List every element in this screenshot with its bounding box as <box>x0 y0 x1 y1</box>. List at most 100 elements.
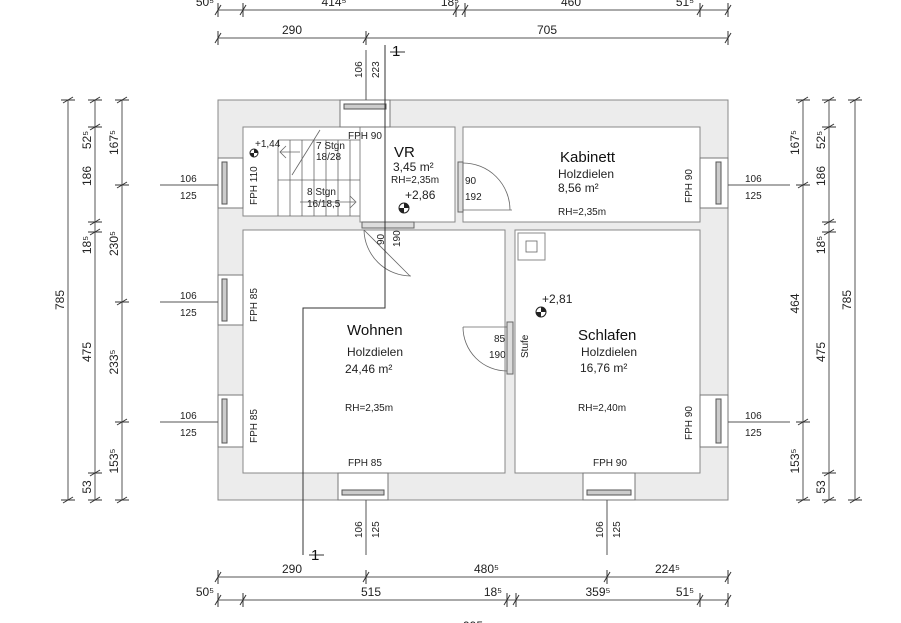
room-schlafen <box>514 229 701 474</box>
dim-bottom-row2-label: 51⁵ <box>676 585 694 599</box>
window-left-1-width: 106 <box>180 174 197 185</box>
window-bottom-2-height: 125 <box>612 521 623 538</box>
window-left-3-height: 125 <box>180 428 197 439</box>
chimney-flue <box>525 240 538 253</box>
wohnen-door-height: 190 <box>392 230 403 247</box>
schlafen-name: Schlafen <box>578 327 636 344</box>
level-marker-stair <box>249 148 259 158</box>
schlafen-door-height: 190 <box>489 350 506 361</box>
parapet-schlafen-bottom: FPH 90 <box>593 458 627 469</box>
window-left-2-width: 106 <box>180 291 197 302</box>
dim-top-row1-label: 460 <box>561 0 581 9</box>
window-left-3-width: 106 <box>180 411 197 422</box>
dim-bottom-row2-label: 50⁵ <box>196 585 214 599</box>
dim-bottom-row2-label: 359⁵ <box>586 585 611 599</box>
dim-left-mid-label: 475 <box>80 342 94 362</box>
window-right-2-width: 106 <box>745 411 762 422</box>
wohnen-door-width: 90 <box>376 233 387 245</box>
room-vr <box>359 126 456 223</box>
window-bottom-1-height: 125 <box>371 521 382 538</box>
dim-left-mid-label: 186 <box>80 166 94 186</box>
window-right-1-width: 106 <box>745 174 762 185</box>
parapet-wohnen-left-top: FPH 85 <box>249 288 260 322</box>
dim-right-inner-label: 153⁵ <box>788 448 802 473</box>
parapet-vr: FPH 90 <box>348 131 382 142</box>
window-bottom-1-width: 106 <box>354 521 365 538</box>
schlafen-floor: Holzdielen <box>581 345 637 359</box>
dim-bottom-row1-label: 480⁵ <box>474 562 499 576</box>
window-bottom-2-width: 106 <box>595 521 606 538</box>
dim-top-row2-label: 290 <box>282 23 302 37</box>
dim-bottom-row2-label: 515 <box>361 585 381 599</box>
stair-level: +1,44 <box>255 139 281 150</box>
kabinett-height: RH=2,35m <box>558 207 606 218</box>
section-marker-top: 1 <box>392 43 400 60</box>
dim-bottom-row1-label: 290 <box>282 562 302 576</box>
dim-top-row2-label: 705 <box>537 23 557 37</box>
chimney <box>517 232 546 261</box>
kabinett-name: Kabinett <box>560 149 616 166</box>
schlafen-height: RH=2,40m <box>578 403 626 414</box>
window-left-2-height: 125 <box>180 308 197 319</box>
dim-left-mid-label: 18⁵ <box>80 236 94 254</box>
vr-height: RH=2,35m <box>391 175 439 186</box>
dim-right-mid-label: 475 <box>814 342 828 362</box>
stair-lower-ratio: 16/18,5 <box>307 199 341 210</box>
section-line: 1 1 <box>302 43 405 564</box>
dim-left-inner-label: 230⁵ <box>107 231 121 256</box>
room-wohnen <box>242 229 506 474</box>
window-left-1-height: 125 <box>180 191 197 202</box>
wohnen-area: 24,46 m² <box>345 362 392 376</box>
level-marker-vr <box>398 202 410 214</box>
window-right-2-height: 125 <box>745 428 762 439</box>
schlafen-area: 16,76 m² <box>580 361 627 375</box>
dim-bottom-row2-label: 18⁵ <box>484 585 502 599</box>
dimension-lines: 50⁵ 414⁵ 18⁵ 460 51⁵ 290 705 290 480⁵ 224⁵ 50⁵ 515 1… <box>53 0 862 623</box>
dim-right-mid-label: 18⁵ <box>814 236 828 254</box>
schlafen-door-width: 85 <box>494 334 506 345</box>
schlafen-level: +2,81 <box>542 292 573 306</box>
doors <box>361 161 514 375</box>
wohnen-height: RH=2,35m <box>345 403 393 414</box>
vr-level: +2,86 <box>405 188 436 202</box>
kabinett-door-width: 90 <box>465 176 477 187</box>
dim-top-row1-label: 18⁵ <box>441 0 459 9</box>
parapet-stair: FPH 110 <box>249 166 260 205</box>
dim-right-mid-label: 53 <box>814 480 828 494</box>
stair-lower-steps: 8 Stgn <box>307 187 336 198</box>
dim-right-mid-label: 52⁵ <box>814 131 828 149</box>
dim-left-outer-label: 785 <box>53 290 67 310</box>
parapet-schlafen-right: FPH 90 <box>684 406 695 440</box>
dim-bottom-row1-label: 224⁵ <box>655 562 680 576</box>
window-top-width: 106 <box>354 61 365 78</box>
room-kabinett <box>462 126 701 223</box>
stair-room <box>242 126 361 217</box>
level-marker-schlafen <box>535 306 547 318</box>
dim-left-inner-label: 167⁵ <box>107 130 121 155</box>
section-marker-bottom: 1 <box>311 547 319 564</box>
kabinett-area: 8,56 m² <box>558 181 599 195</box>
wohnen-name: Wohnen <box>347 322 403 339</box>
dim-right-mid-label: 186 <box>814 166 828 186</box>
dim-left-inner-label: 153⁵ <box>107 448 121 473</box>
dim-top-row1-label: 50⁵ <box>196 0 214 9</box>
kabinett-door-height: 192 <box>465 192 482 203</box>
dim-right-inner-label: 464 <box>788 293 802 313</box>
windows <box>217 99 729 501</box>
parapet-kabinett: FPH 90 <box>684 169 695 203</box>
stair-upper-ratio: 18/28 <box>316 152 341 163</box>
dim-left-mid-label: 53 <box>80 480 94 494</box>
staircase <box>277 129 360 216</box>
dim-bottom-total: 995 <box>463 619 483 623</box>
vr-name: VR <box>394 144 415 161</box>
dim-top-row1-label: 414⁵ <box>322 0 347 9</box>
dim-left-inner-label: 233⁵ <box>107 349 121 374</box>
vr-area: 3,45 m² <box>393 160 434 174</box>
dim-top-row1-label: 51⁵ <box>676 0 694 9</box>
window-right-1-height: 125 <box>745 191 762 202</box>
stair-upper-steps: 7 Stgn <box>316 141 345 152</box>
window-leaders <box>160 50 790 555</box>
window-top-height: 223 <box>371 61 382 78</box>
parapet-wohnen-bottom: FPH 85 <box>348 458 382 469</box>
